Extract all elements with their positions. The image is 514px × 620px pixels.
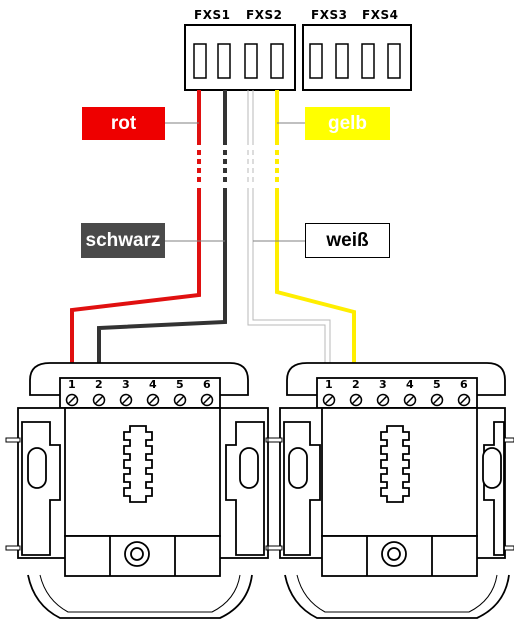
fxs-terminal-block-right bbox=[302, 24, 412, 91]
terminal-number-right-5: 5 bbox=[433, 378, 442, 391]
label-leaders bbox=[165, 122, 305, 242]
yellow-wire bbox=[275, 90, 356, 378]
fxs-terminal-block-left bbox=[184, 24, 296, 91]
port-label-fxs4: FXS4 bbox=[362, 8, 399, 22]
wire-label-gelb: gelb bbox=[305, 107, 390, 140]
terminal-number-left-5: 5 bbox=[176, 378, 185, 391]
terminal-number-right-6: 6 bbox=[460, 378, 469, 391]
black-wire bbox=[97, 90, 227, 378]
white-wire bbox=[247, 90, 331, 378]
wire-label-schwarz: schwarz bbox=[81, 223, 165, 258]
phone-jack-left bbox=[5, 362, 281, 619]
wire-label-weiss: weiß bbox=[305, 223, 390, 258]
terminal-number-left-2: 2 bbox=[95, 378, 104, 391]
terminal-number-left-4: 4 bbox=[149, 378, 158, 391]
terminal-number-right-2: 2 bbox=[352, 378, 361, 391]
terminal-number-right-4: 4 bbox=[406, 378, 415, 391]
port-label-fxs3: FXS3 bbox=[311, 8, 348, 22]
terminal-number-left-1: 1 bbox=[68, 378, 77, 391]
phone-jack-right bbox=[267, 362, 514, 619]
port-label-fxs1: FXS1 bbox=[194, 8, 231, 22]
terminal-number-right-3: 3 bbox=[379, 378, 388, 391]
wire-label-rot: rot bbox=[82, 107, 165, 140]
terminal-screws-left bbox=[65, 393, 214, 407]
terminal-number-left-6: 6 bbox=[203, 378, 212, 391]
terminal-number-right-1: 1 bbox=[325, 378, 334, 391]
terminal-screws-right bbox=[322, 393, 471, 407]
terminal-number-left-3: 3 bbox=[122, 378, 131, 391]
port-label-fxs2: FXS2 bbox=[246, 8, 283, 22]
